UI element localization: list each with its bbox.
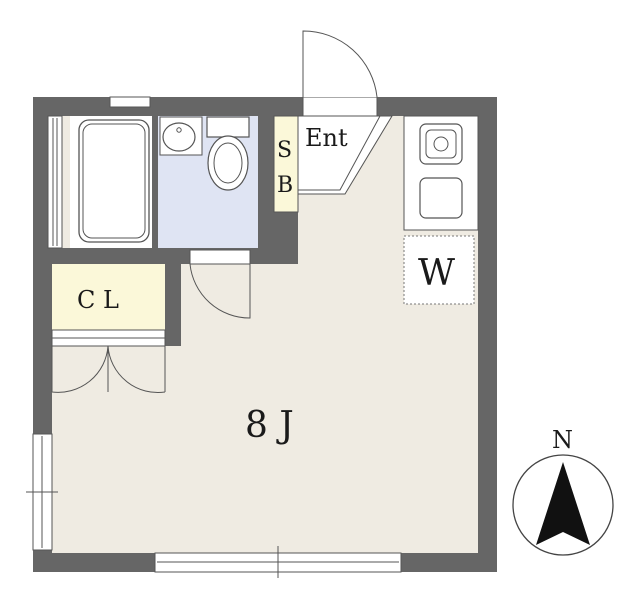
- shoe-box-label-top: S: [277, 138, 292, 163]
- entrance-door-frame: [302, 96, 378, 117]
- kitchen-sink: [419, 123, 463, 165]
- toilet-tank: [206, 116, 250, 138]
- washer-label: W: [418, 253, 455, 294]
- washbasin-bowl: [162, 122, 196, 152]
- entrance-label: Ent: [305, 124, 348, 152]
- closet: [52, 264, 165, 330]
- bath-door-swing: [189, 263, 251, 319]
- closet-door-swing-left: [51, 345, 109, 393]
- washbasin-drain: [176, 127, 182, 133]
- north-label: N: [552, 426, 573, 454]
- interior-wall-closet-east: [165, 248, 181, 346]
- north-arrow-icon: [536, 462, 590, 545]
- entrance-step: [297, 115, 393, 195]
- kitchen-sink-drain: [433, 136, 449, 152]
- top-vent: [109, 96, 151, 108]
- bathtub: [78, 119, 150, 243]
- bath-door-frame: [189, 249, 251, 265]
- washer-space: [403, 235, 475, 305]
- main-room-label: 8 J: [245, 405, 294, 446]
- compass: N: [512, 426, 614, 556]
- bathtub-inner: [82, 123, 146, 239]
- toilet-seat: [213, 142, 243, 184]
- closet-door-swing-right: [107, 345, 166, 393]
- shoe-box: [273, 115, 299, 213]
- kitchen-sink-basin: [425, 129, 457, 159]
- bath-window: [47, 115, 63, 249]
- interior-wall-bath-divider: [152, 116, 158, 248]
- entrance-door-swing: [302, 30, 378, 98]
- shoe-box-label-bottom: B: [277, 173, 293, 198]
- stove: [419, 177, 463, 219]
- closet-label: C L: [77, 286, 119, 314]
